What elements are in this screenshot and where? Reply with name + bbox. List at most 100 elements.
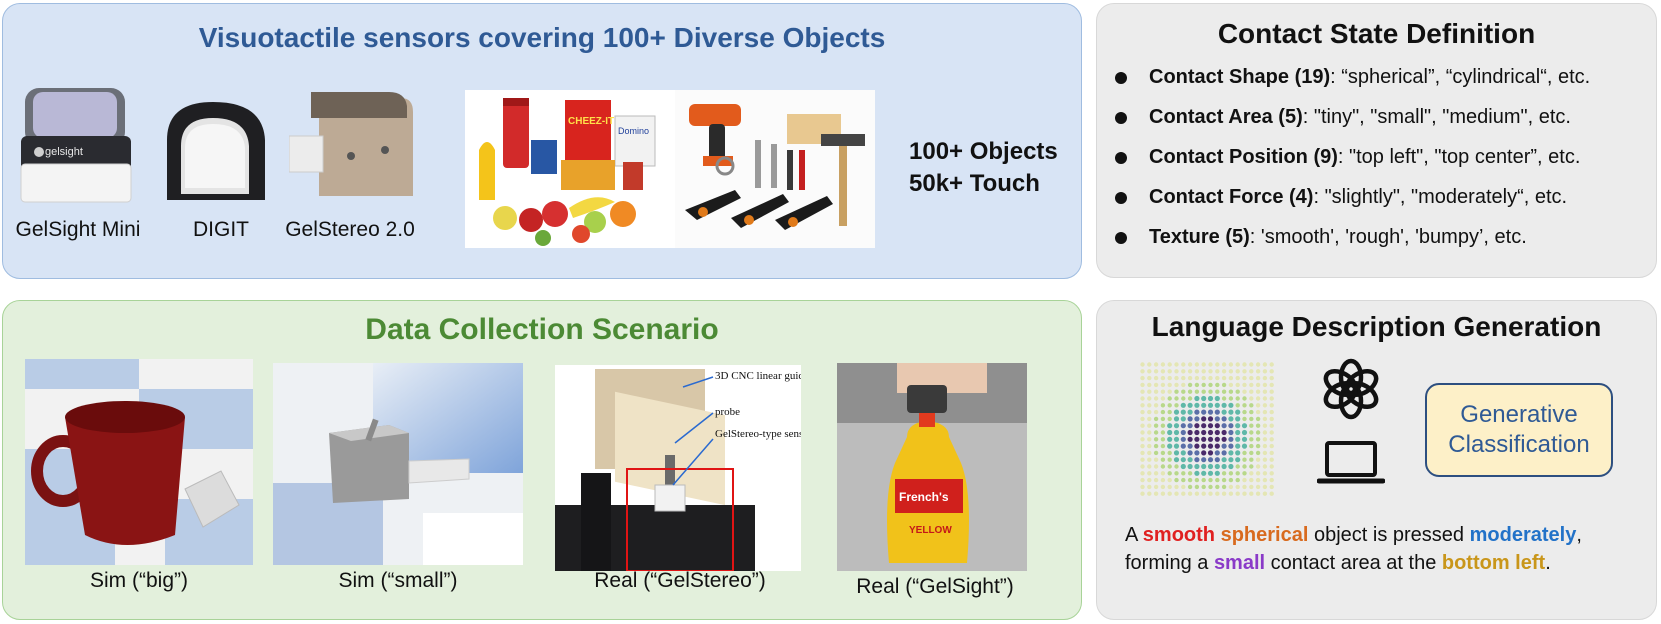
heatmap-dot <box>1262 375 1268 381</box>
heatmap-dot <box>1181 471 1186 476</box>
heatmap-dot <box>1187 477 1193 483</box>
heatmap-dot <box>1207 416 1214 422</box>
heatmap-dot <box>1221 484 1227 490</box>
heatmap-dot <box>1153 403 1159 408</box>
word-spherical: spherical <box>1220 524 1309 546</box>
heatmap-dot <box>1173 436 1180 442</box>
heatmap-dot <box>1173 443 1180 449</box>
heatmap-dot <box>1140 443 1145 449</box>
heatmap-dot <box>1181 375 1186 381</box>
heatmap-dot <box>1262 369 1268 374</box>
contact-panel-title: Contact State Definition <box>1217 18 1536 49</box>
heatmap-dot <box>1215 484 1220 490</box>
heatmap-dot <box>1147 369 1152 374</box>
digit-sensor-image <box>167 102 265 200</box>
contact-item-area: Contact Area (5): "tiny", "small", "medi… <box>1115 106 1571 129</box>
heatmap-dot <box>1214 409 1220 415</box>
heatmap-dot <box>1255 471 1261 476</box>
heatmap-dot <box>1187 409 1193 415</box>
heatmap-dot <box>1174 477 1179 483</box>
heatmap-dot <box>1208 382 1213 388</box>
heatmap-dot <box>1221 362 1227 367</box>
heatmap-dot <box>1208 375 1213 381</box>
heatmap-dot <box>1147 437 1152 442</box>
heatmap-dot <box>1242 375 1247 381</box>
heatmap-dot <box>1249 450 1254 456</box>
heatmap-dot <box>1221 382 1227 388</box>
generative-classification-text: Generative Classification <box>1448 401 1590 458</box>
heatmap-dot <box>1215 477 1220 483</box>
heatmap-dot <box>1207 470 1214 476</box>
real-gelsight-scene: French's YELLOW <box>837 363 1027 571</box>
heatmap-dot <box>1173 457 1180 463</box>
heatmap-dot <box>1194 369 1200 374</box>
heatmap-dot <box>1214 443 1220 449</box>
heatmap-dot <box>1208 477 1213 483</box>
heatmap-dot <box>1174 491 1179 496</box>
heatmap-dot <box>1242 396 1247 401</box>
language-panel-title: Language Description Generation <box>1151 311 1602 342</box>
heatmap-dot <box>1140 423 1145 428</box>
heatmap-dot <box>1255 362 1261 367</box>
heatmap-dot <box>1187 484 1193 490</box>
heatmap-dot <box>1187 402 1193 408</box>
heatmap-dot <box>1153 369 1159 374</box>
sensors-panel-title: Visuotactile sensors covering 100+ Diver… <box>198 22 886 53</box>
heatmap-dot <box>1262 423 1268 428</box>
scene-label-sim-big: Sim (“big”) <box>90 569 188 592</box>
heatmap-dot <box>1187 443 1193 449</box>
heatmap-dot <box>1262 437 1268 442</box>
heatmap-dot <box>1228 402 1234 408</box>
heatmap-dot <box>1269 403 1274 408</box>
heatmap-dot <box>1262 484 1268 490</box>
openai-logo-icon <box>1323 358 1379 420</box>
heatmap-dot <box>1242 450 1247 456</box>
heatmap-dot <box>1147 382 1152 388</box>
heatmap-dot <box>1140 477 1145 483</box>
heatmap-dot <box>1180 463 1186 470</box>
heatmap-dot <box>1153 396 1159 401</box>
heatmap-dot <box>1241 423 1248 429</box>
heatmap-dot <box>1242 471 1247 476</box>
real-gelstereo-scene: 3D CNC linear guide probe GelStereo-type… <box>555 365 801 571</box>
heatmap-dot <box>1249 437 1254 442</box>
heatmap-dot <box>1194 457 1200 463</box>
heatmap-dot <box>1207 463 1214 470</box>
heatmap-dot <box>1194 470 1200 476</box>
heatmap-dot <box>1140 375 1145 381</box>
heatmap-dot <box>1235 375 1240 381</box>
heatmap-dot <box>1173 416 1180 422</box>
heatmap-dot <box>1147 403 1152 408</box>
heatmap-dot <box>1167 369 1172 374</box>
heatmap-dot <box>1262 430 1268 435</box>
heatmap-dot <box>1241 429 1248 436</box>
heatmap-dot <box>1228 484 1234 490</box>
heatmap-dot <box>1207 450 1214 456</box>
heatmap-dot <box>1228 416 1234 422</box>
heatmap-dot <box>1214 429 1220 436</box>
heatmap-dot <box>1228 409 1234 415</box>
heatmap-dot <box>1167 484 1172 490</box>
heatmap-dot <box>1147 457 1152 462</box>
heatmap-dot <box>1241 436 1248 442</box>
heatmap-dot <box>1140 416 1145 422</box>
heatmap-dot <box>1241 443 1248 449</box>
heatmap-dot <box>1262 362 1268 367</box>
heatmap-dot <box>1235 429 1241 436</box>
heatmap-dot <box>1207 436 1214 442</box>
heatmap-dot <box>1167 429 1173 436</box>
heatmap-dot <box>1167 477 1172 483</box>
heatmap-dot <box>1201 416 1207 422</box>
heatmap-dot <box>1153 471 1159 476</box>
heatmap-dot <box>1242 457 1247 462</box>
heatmap-dot <box>1140 396 1145 401</box>
heatmap-dot <box>1221 450 1227 456</box>
heatmap-dot <box>1194 395 1200 402</box>
heatmap-dot <box>1255 416 1261 422</box>
heatmap-dot <box>1221 457 1227 463</box>
heatmap-dot <box>1160 457 1166 462</box>
heatmap-dot <box>1167 362 1172 367</box>
heatmap-dot <box>1255 437 1261 442</box>
heatmap-dot <box>1255 396 1261 401</box>
heatmap-dot <box>1207 402 1214 408</box>
